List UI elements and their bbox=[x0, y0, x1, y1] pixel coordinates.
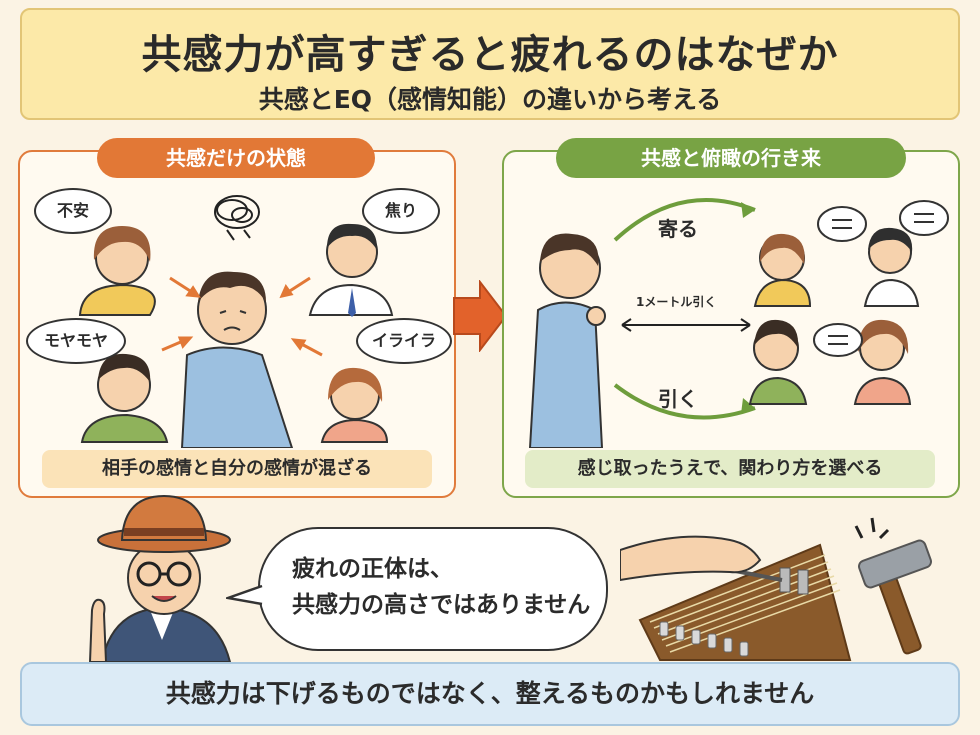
distance-arrow-icon bbox=[621, 318, 751, 332]
narrator-figure bbox=[88, 494, 232, 662]
speech-tail bbox=[226, 584, 263, 606]
sparkle-lines-icon bbox=[854, 517, 890, 540]
thinking-man-figure bbox=[528, 233, 606, 448]
impatient-man-figure bbox=[308, 223, 394, 317]
empathy-perspective-caption: 感じ取ったうえで、関わり方を選べる bbox=[525, 450, 935, 488]
footer-message: 共感力は下げるものではなく、整えるものかもしれません bbox=[20, 662, 960, 726]
page-title: 共感力が高すぎると疲れるのはなぜか bbox=[141, 32, 839, 78]
transition-arrow-icon bbox=[453, 280, 508, 352]
approach-arrowhead-icon bbox=[741, 202, 755, 218]
stress-scribble-icon bbox=[214, 195, 260, 241]
glasses-icon bbox=[136, 561, 192, 587]
piano-strings-icon bbox=[638, 543, 852, 661]
empathy-perspective-heading: 共感と俯瞰の行き来 bbox=[556, 138, 906, 178]
speech-line-1: 疲れの正体は、 bbox=[292, 556, 453, 582]
title-banner: 共感力が高すぎると疲れるのはなぜか 共感とEQ（感情知能）の違いから考える bbox=[20, 8, 960, 120]
speech-line-2: 共感力の高さではありません bbox=[292, 592, 591, 618]
perspective-illustration bbox=[528, 198, 949, 448]
approach-arc-icon bbox=[613, 198, 756, 242]
hammer-icon bbox=[858, 539, 932, 655]
withdraw-arc-icon bbox=[613, 383, 756, 420]
bubble-frustration: モヤモヤ bbox=[26, 318, 126, 364]
anxious-woman-figure bbox=[78, 226, 156, 316]
narrator-speech-bubble: 疲れの正体は、 共感力の高さではありません bbox=[258, 527, 608, 651]
bubble-impatience: 焦り bbox=[362, 188, 440, 234]
empathy-only-caption: 相手の感情と自分の感情が混ざる bbox=[42, 450, 432, 488]
irritated-girl-figure bbox=[320, 367, 389, 443]
center-man-figure bbox=[180, 271, 294, 448]
piano-tuning-illustration bbox=[620, 517, 932, 661]
bubble-irritation: イライラ bbox=[356, 318, 452, 364]
page-subtitle: 共感とEQ（感情知能）の違いから考える bbox=[258, 85, 722, 114]
label-withdraw: 引く bbox=[658, 387, 698, 411]
bubble-anxiety: 不安 bbox=[34, 188, 112, 234]
empathy-overload-illustration bbox=[78, 195, 394, 448]
pointing-finger-icon bbox=[88, 598, 108, 662]
emotion-arrows bbox=[161, 276, 323, 357]
confused-boy-figure bbox=[80, 353, 169, 443]
conversation-group-bottom bbox=[748, 319, 912, 405]
tuner-hand-icon bbox=[620, 535, 762, 582]
withdraw-arrowhead-icon bbox=[741, 398, 755, 414]
empathy-only-heading: 共感だけの状態 bbox=[97, 138, 375, 178]
label-distance: 1メートル引く bbox=[636, 295, 717, 309]
label-approach: 寄る bbox=[658, 217, 698, 241]
conversation-group-top bbox=[753, 200, 949, 307]
